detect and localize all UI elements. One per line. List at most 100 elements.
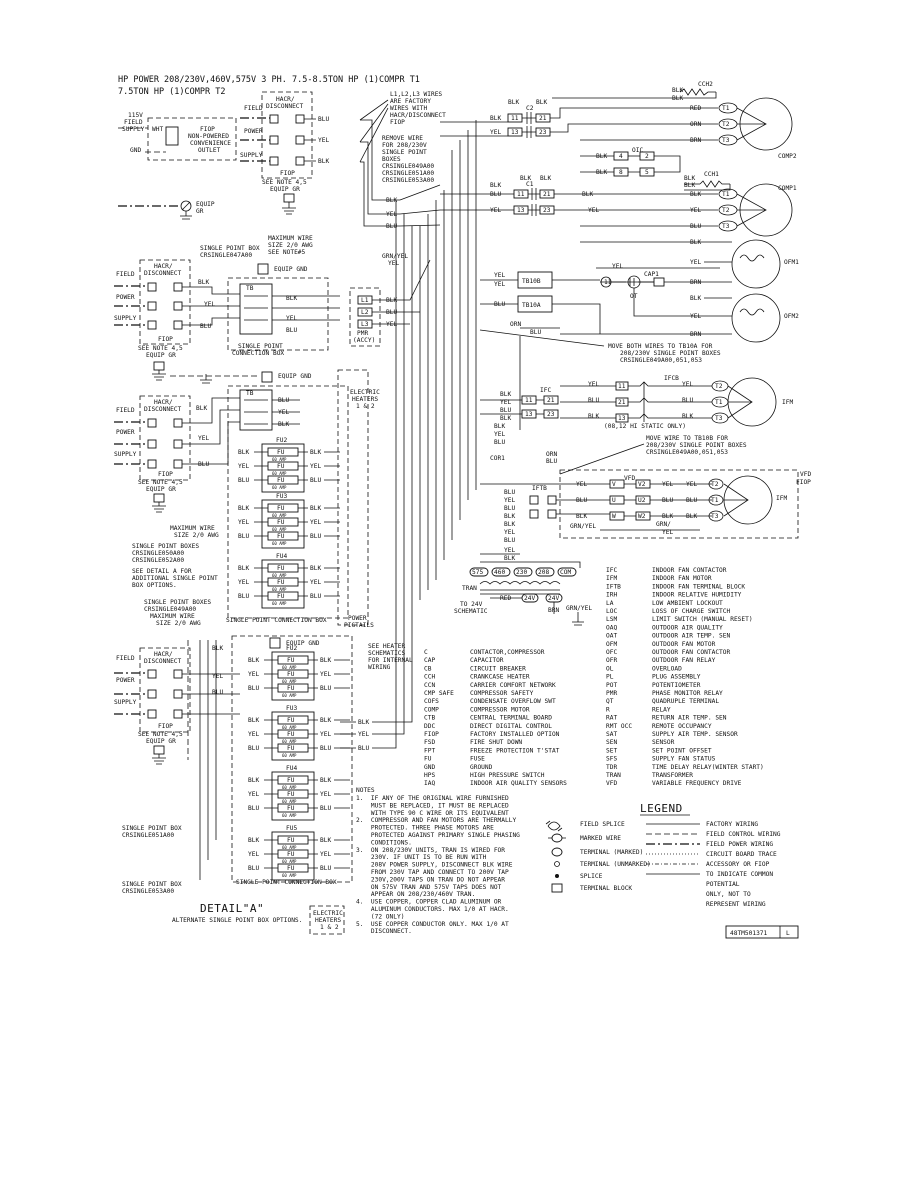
svg-text:24V: 24V <box>524 595 535 602</box>
svg-text:FU: FU <box>287 851 295 858</box>
svg-text:YEL: YEL <box>248 671 259 678</box>
legend-item: FIELD POWER WIRING <box>646 841 773 848</box>
svg-text:IFM: IFM <box>782 399 793 406</box>
svg-text:11: 11 <box>604 279 612 286</box>
svg-text:BLU: BLU <box>500 407 511 414</box>
svg-text:YEL: YEL <box>662 529 673 536</box>
note-line: ALUMINUM CONDUCTORS. MAX 1/0 AT HACR. <box>356 906 509 913</box>
svg-text:ELECTRIC: ELECTRIC <box>313 910 343 917</box>
svg-text:YEL: YEL <box>248 851 259 858</box>
svg-text:BLK: BLK <box>310 505 321 512</box>
svg-text:TO INDICATE COMMON: TO INDICATE COMMON <box>706 871 773 878</box>
svg-text:T1: T1 <box>722 105 730 112</box>
svg-text:208: 208 <box>538 569 549 576</box>
svg-text:TIME DELAY RELAY(WINTER START): TIME DELAY RELAY(WINTER START) <box>652 764 764 771</box>
svg-text:REMOVE WIRE: REMOVE WIRE <box>382 135 423 142</box>
svg-text:FIELD CONTROL WIRING: FIELD CONTROL WIRING <box>706 831 781 838</box>
svg-text:BLK: BLK <box>196 405 207 412</box>
svg-text:FIELD: FIELD <box>116 271 135 278</box>
svg-text:60 AMP: 60 AMP <box>282 679 297 684</box>
svg-text:LOW AMBIENT LOCKOUT: LOW AMBIENT LOCKOUT <box>652 600 723 607</box>
comp2-wiring: RED ORN BRN T1 T2 T3 COMP2 <box>440 97 797 160</box>
transformer: YEL BLK 575 460 230 208 COM TRAN RED 24V… <box>454 547 592 626</box>
label-115v: 115V <box>128 112 143 119</box>
svg-text:YEL: YEL <box>212 673 223 680</box>
svg-text:INDOOR FAN CONTACTOR: INDOOR FAN CONTACTOR <box>652 567 727 574</box>
svg-text:SUPPLY: SUPPLY <box>114 451 137 458</box>
pmr-accy: GRN/YEL YEL L1 L2 L3 PMR (ACCY) BLK BLU … <box>349 253 431 347</box>
svg-text:SEE HEATER: SEE HEATER <box>368 643 406 650</box>
svg-text:L1,L2,L3 WIRES: L1,L2,L3 WIRES <box>390 91 442 98</box>
svg-text:(ACCY): (ACCY) <box>353 337 375 344</box>
svg-text:YEL: YEL <box>238 463 249 470</box>
svg-text:TRAN: TRAN <box>606 772 621 779</box>
svg-text:CRANKCASE HEATER: CRANKCASE HEATER <box>470 674 530 681</box>
svg-text:SCHEMATIC: SCHEMATIC <box>454 608 488 615</box>
svg-text:BLK: BLK <box>686 513 697 520</box>
legend-item: CIRCUIT BOARD TRACE <box>646 851 777 858</box>
svg-text:YEL: YEL <box>490 129 501 136</box>
svg-text:OFM1: OFM1 <box>784 259 799 266</box>
move-note-2: MOVE WIRE TO TB10B FOR 208/230V SINGLE P… <box>490 435 747 475</box>
legend-item: TERMINAL (MARKED) <box>551 847 643 857</box>
svg-text:OUTDOOR FAN RELAY: OUTDOOR FAN RELAY <box>652 657 716 664</box>
svg-text:SEE DETAIL A FOR: SEE DETAIL A FOR <box>132 568 192 575</box>
factory-wires-note: L1,L2,L3 WIRES ARE FACTORY WIRES WITH HA… <box>359 91 446 163</box>
svg-text:SEN: SEN <box>606 739 617 746</box>
svg-text:SINGLE POINT BOX: SINGLE POINT BOX <box>122 825 182 832</box>
svg-text:SINGLE POINT CONNECTION BOX: SINGLE POINT CONNECTION BOX <box>226 617 327 624</box>
svg-text:YEL: YEL <box>278 409 289 416</box>
svg-text:OVERLOAD: OVERLOAD <box>652 665 682 672</box>
svg-text:CIRCUIT BOARD TRACE: CIRCUIT BOARD TRACE <box>706 851 777 858</box>
svg-text:BLU: BLU <box>248 745 259 752</box>
svg-text:MAXIMUM WIRE: MAXIMUM WIRE <box>268 235 313 242</box>
svg-text:SINGLE POINT BOXES: SINGLE POINT BOXES <box>132 543 199 550</box>
label-supply: SUPPLY <box>122 126 145 133</box>
note-line: ON 575V TRAN AND 575V TAPS DOES NOT <box>356 884 502 891</box>
svg-text:GRN/: GRN/ <box>656 521 671 528</box>
svg-text:SAT: SAT <box>606 731 617 738</box>
svg-text:BLK: BLK <box>310 449 321 456</box>
svg-text:60 AMP: 60 AMP <box>282 799 297 804</box>
svg-text:FOR INTERNAL: FOR INTERNAL <box>368 657 413 664</box>
svg-text:SET: SET <box>606 747 617 754</box>
remove-wire-note: REMOVE WIRE FOR 208/230V SINGLE POINT BO… <box>382 135 434 184</box>
svg-text:SIZE 2/0 AWG: SIZE 2/0 AWG <box>268 242 313 249</box>
svg-text:YEL: YEL <box>248 791 259 798</box>
svg-text:REPRESENT WIRING: REPRESENT WIRING <box>706 901 766 908</box>
svg-text:RELAY: RELAY <box>652 706 671 713</box>
svg-text:11: 11 <box>517 191 525 198</box>
svg-text:SEE NOTE#5: SEE NOTE#5 <box>268 249 306 256</box>
legend-item: FIELD SPLICE <box>545 820 625 832</box>
svg-text:FU: FU <box>277 463 285 470</box>
label-gnd: GND <box>130 147 141 154</box>
svg-text:PMR: PMR <box>606 690 617 697</box>
svg-text:INDOOR FAN TERMINAL BLOCK: INDOOR FAN TERMINAL BLOCK <box>652 583 745 590</box>
svg-text:TRANSFORMER: TRANSFORMER <box>652 772 693 779</box>
svg-text:4: 4 <box>619 153 623 160</box>
svg-text:BLK: BLK <box>286 295 297 302</box>
svg-text:TB10A: TB10A <box>522 302 541 309</box>
svg-text:BLU: BLU <box>310 477 321 484</box>
svg-text:COM: COM <box>560 569 571 576</box>
svg-text:BLK: BLK <box>684 182 695 189</box>
svg-text:FU2: FU2 <box>286 645 297 652</box>
svg-text:T2: T2 <box>722 207 730 214</box>
svg-text:60 AMP: 60 AMP <box>272 527 287 532</box>
svg-text:CENTRAL TERMINAL BOARD: CENTRAL TERMINAL BOARD <box>470 715 552 722</box>
svg-text:T2: T2 <box>722 121 730 128</box>
svg-text:GND: GND <box>424 764 435 771</box>
svg-text:LSM: LSM <box>606 616 617 623</box>
svg-text:DISCONNECT: DISCONNECT <box>144 270 182 277</box>
note-line: 1. IF ANY OF THE ORIGINAL WIRE FURNISHED <box>356 795 509 802</box>
label-convenience: CONVENIENCE <box>190 140 231 147</box>
svg-text:LA: LA <box>606 600 614 607</box>
svg-text:BLU: BLU <box>386 223 397 230</box>
svg-text:FU: FU <box>277 593 285 600</box>
svg-text:13: 13 <box>525 411 533 418</box>
